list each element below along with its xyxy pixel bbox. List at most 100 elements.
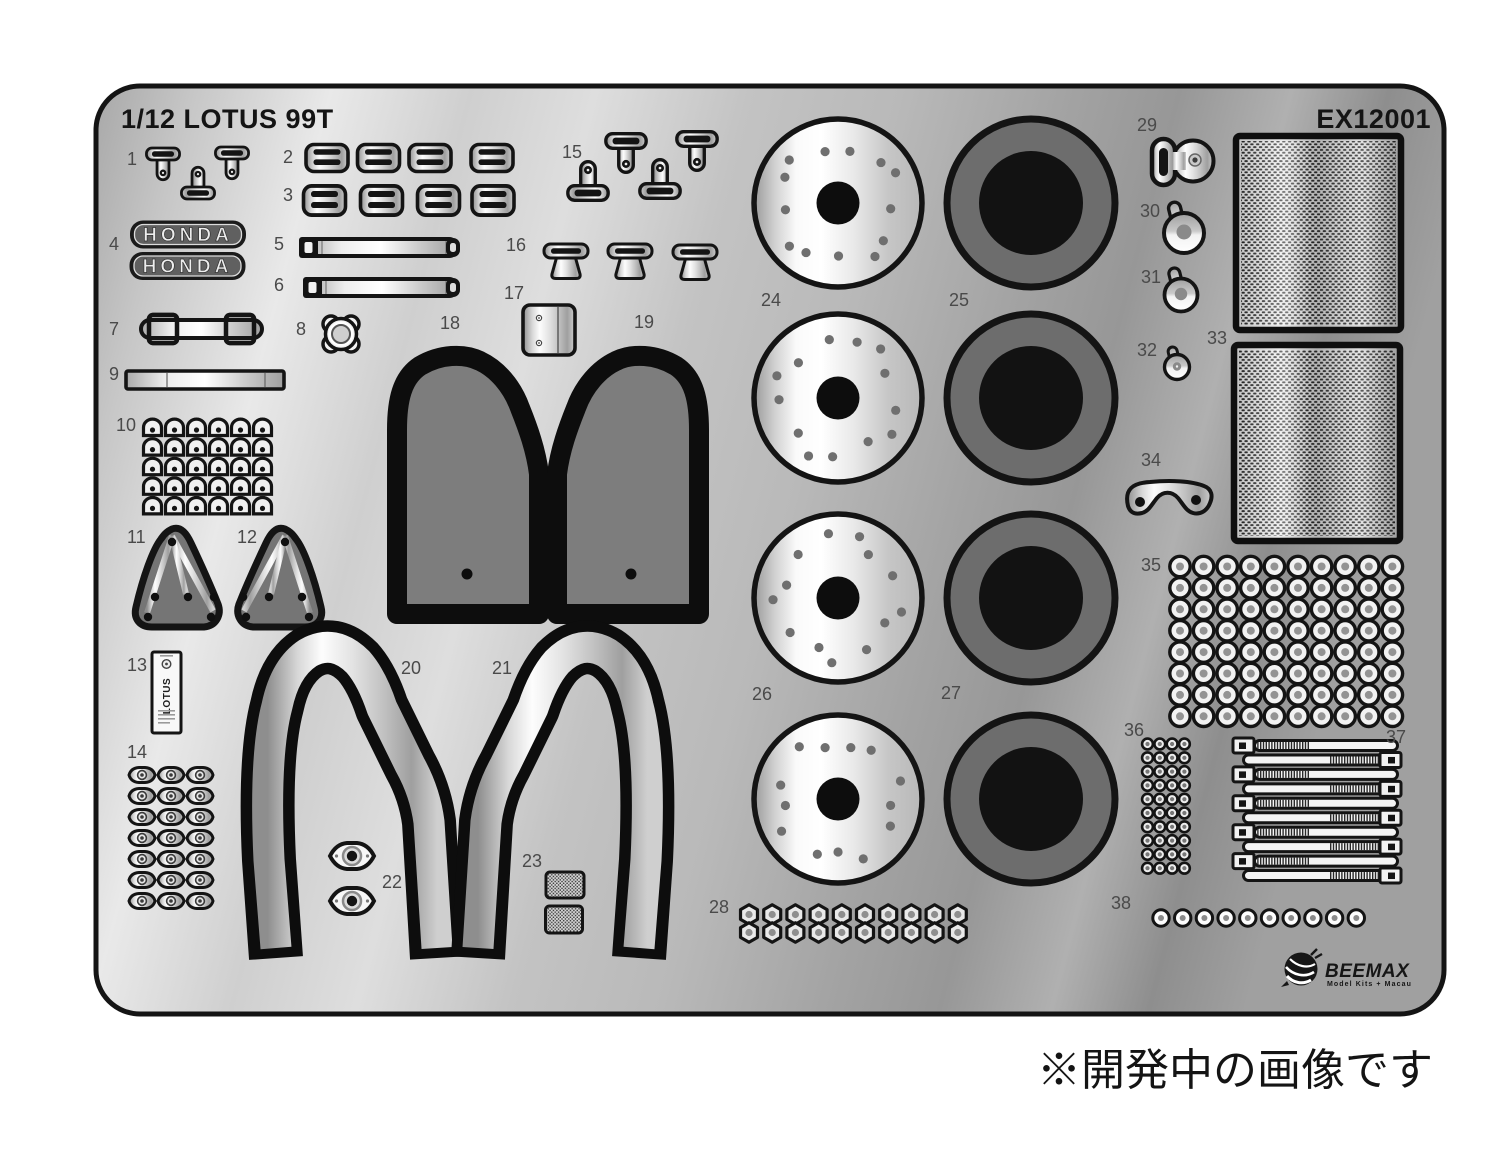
rivet (185, 456, 208, 477)
nut (854, 921, 876, 944)
rivet (1286, 554, 1310, 579)
part-18-19-seat-pads (387, 345, 709, 624)
ringlet (1177, 778, 1192, 793)
ringlet (1177, 751, 1192, 765)
eyelet (156, 850, 186, 868)
rivet (185, 417, 208, 438)
rivet (163, 437, 186, 457)
rivet (1191, 618, 1216, 643)
eyelet (156, 892, 186, 910)
ringlet (1153, 764, 1167, 779)
rivet (163, 417, 186, 438)
rivet (1215, 618, 1240, 643)
part-number-label: 33 (1207, 328, 1227, 348)
part-number-label: 12 (237, 527, 257, 547)
rivet (1191, 640, 1216, 664)
rivet (207, 417, 230, 438)
part-number-label: 9 (109, 364, 119, 384)
part-30-knob (1162, 200, 1206, 255)
rivet (1262, 683, 1287, 707)
rivet (1262, 554, 1287, 579)
ringlet (1165, 806, 1179, 820)
rivet (1333, 576, 1358, 600)
rivet (1191, 683, 1216, 707)
rivet (229, 495, 252, 516)
eyelet (127, 787, 157, 805)
part-5-strap (299, 237, 460, 258)
zip-tie (1242, 750, 1403, 769)
rivet (141, 476, 164, 496)
rivet (1380, 618, 1405, 643)
rivet (163, 456, 186, 477)
ringlet (1177, 737, 1192, 751)
rivet (1333, 640, 1358, 664)
rivet (1191, 597, 1216, 622)
product-code: EX12001 (1316, 104, 1431, 134)
tire (943, 310, 1119, 486)
rivet (229, 417, 252, 438)
part-number-label: 36 (1124, 720, 1144, 740)
rivet (1309, 661, 1334, 686)
ringlet (1153, 751, 1167, 765)
rivet (1191, 554, 1216, 579)
nut (762, 921, 783, 944)
part-23-plates (544, 870, 586, 935)
part-number-label: 11 (127, 527, 146, 547)
rivet (1168, 597, 1192, 622)
ring (1238, 908, 1258, 928)
eyelet (185, 766, 215, 784)
rivet (229, 476, 252, 496)
part-17-buckle (521, 303, 577, 357)
rivet (1168, 704, 1192, 729)
rivet (1262, 704, 1287, 729)
part-33-mesh-screens (1230, 132, 1405, 545)
rivet (1191, 661, 1216, 686)
brake-disc (751, 511, 925, 685)
ringlet (1177, 806, 1192, 820)
rivet (1238, 661, 1263, 686)
rivet (207, 476, 230, 496)
rivet (1262, 618, 1287, 643)
rivet (1356, 661, 1381, 686)
rivet (141, 456, 164, 477)
brake-disc (751, 311, 925, 485)
rivet (251, 417, 274, 438)
part-number-label: 31 (1141, 267, 1161, 287)
ring (1324, 908, 1345, 928)
rivet (1168, 576, 1192, 600)
rivet (1309, 704, 1334, 729)
rivet (207, 456, 230, 477)
ringlet (1165, 778, 1179, 793)
part-number-label: 7 (109, 319, 119, 339)
rivet (1309, 554, 1334, 579)
rivet (1356, 554, 1381, 579)
eyelet (127, 766, 157, 784)
ring (1259, 908, 1280, 928)
ringlet (1177, 833, 1192, 848)
ringlet (1153, 847, 1167, 862)
rivet (1356, 704, 1381, 729)
rivet (141, 495, 164, 516)
ringlet (1140, 737, 1155, 751)
rivet (163, 495, 186, 516)
brand-tagline: Model Kits + Macau (1327, 981, 1412, 988)
rivet (185, 476, 208, 496)
rivet (1262, 640, 1287, 664)
ringlet (1165, 820, 1179, 834)
part-number-label: 13 (127, 655, 147, 675)
rivet (1168, 683, 1192, 707)
ringlet (1177, 847, 1192, 862)
part-29-buckle (1149, 136, 1216, 188)
part-number-label: 23 (522, 851, 542, 871)
zip-ties (1231, 736, 1403, 885)
sheet-title: 1/12 LOTUS 99T (121, 104, 334, 134)
nut (947, 921, 968, 944)
eyelet (156, 808, 186, 826)
ringlet (1153, 833, 1167, 848)
part-36-rings (1140, 737, 1192, 875)
rivet (1191, 704, 1216, 729)
ringlet (1165, 764, 1179, 779)
ringlet (1177, 861, 1192, 875)
part-28-nuts (738, 903, 968, 944)
ringlet (1140, 847, 1155, 862)
